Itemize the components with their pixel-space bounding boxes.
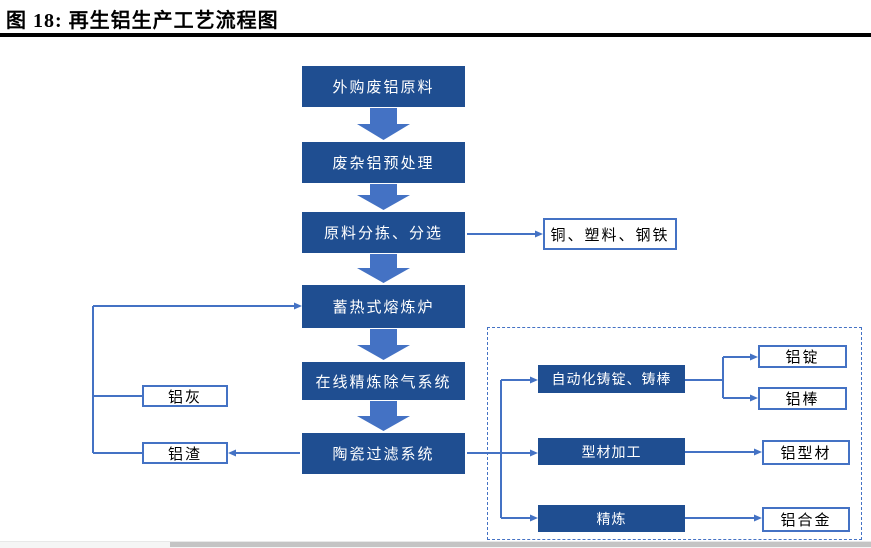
node-purchased-scrap: 外购废铝原料 [302, 66, 465, 107]
node-auto-casting: 自动化铸锭、铸棒 [538, 365, 685, 393]
block-arrow [357, 108, 410, 140]
title-rule [0, 33, 871, 37]
output-aluminum-rod: 铝棒 [758, 387, 847, 410]
block-arrow [357, 401, 410, 431]
horizontal-scrollbar-thumb[interactable] [170, 542, 871, 547]
connector-line-group [92, 230, 762, 522]
node-profile-processing: 型材加工 [538, 438, 685, 465]
output-aluminum-ingot: 铝锭 [758, 345, 847, 368]
node-degassing-system: 在线精炼除气系统 [302, 362, 465, 400]
output-aluminum-alloy: 铝合金 [762, 507, 850, 532]
products-dashed-group [487, 327, 862, 540]
node-regenerative-furnace: 蓄热式熔炼炉 [302, 285, 465, 328]
block-arrow-group [357, 108, 410, 431]
node-pretreatment: 废杂铝预处理 [302, 142, 465, 183]
block-arrow [357, 254, 410, 283]
output-aluminum-slag: 铝渣 [142, 442, 228, 464]
block-arrow [357, 184, 410, 210]
node-ceramic-filter: 陶瓷过滤系统 [302, 433, 465, 474]
node-refining: 精炼 [538, 505, 685, 532]
output-aluminum-profile: 铝型材 [762, 440, 850, 465]
figure-title: 图 18: 再生铝生产工艺流程图 [6, 10, 279, 32]
output-aluminum-ash: 铝灰 [142, 385, 228, 407]
output-copper-plastic-steel: 铜、塑料、钢铁 [543, 218, 677, 250]
block-arrow [357, 329, 410, 360]
node-sorting: 原料分拣、分选 [302, 212, 465, 253]
